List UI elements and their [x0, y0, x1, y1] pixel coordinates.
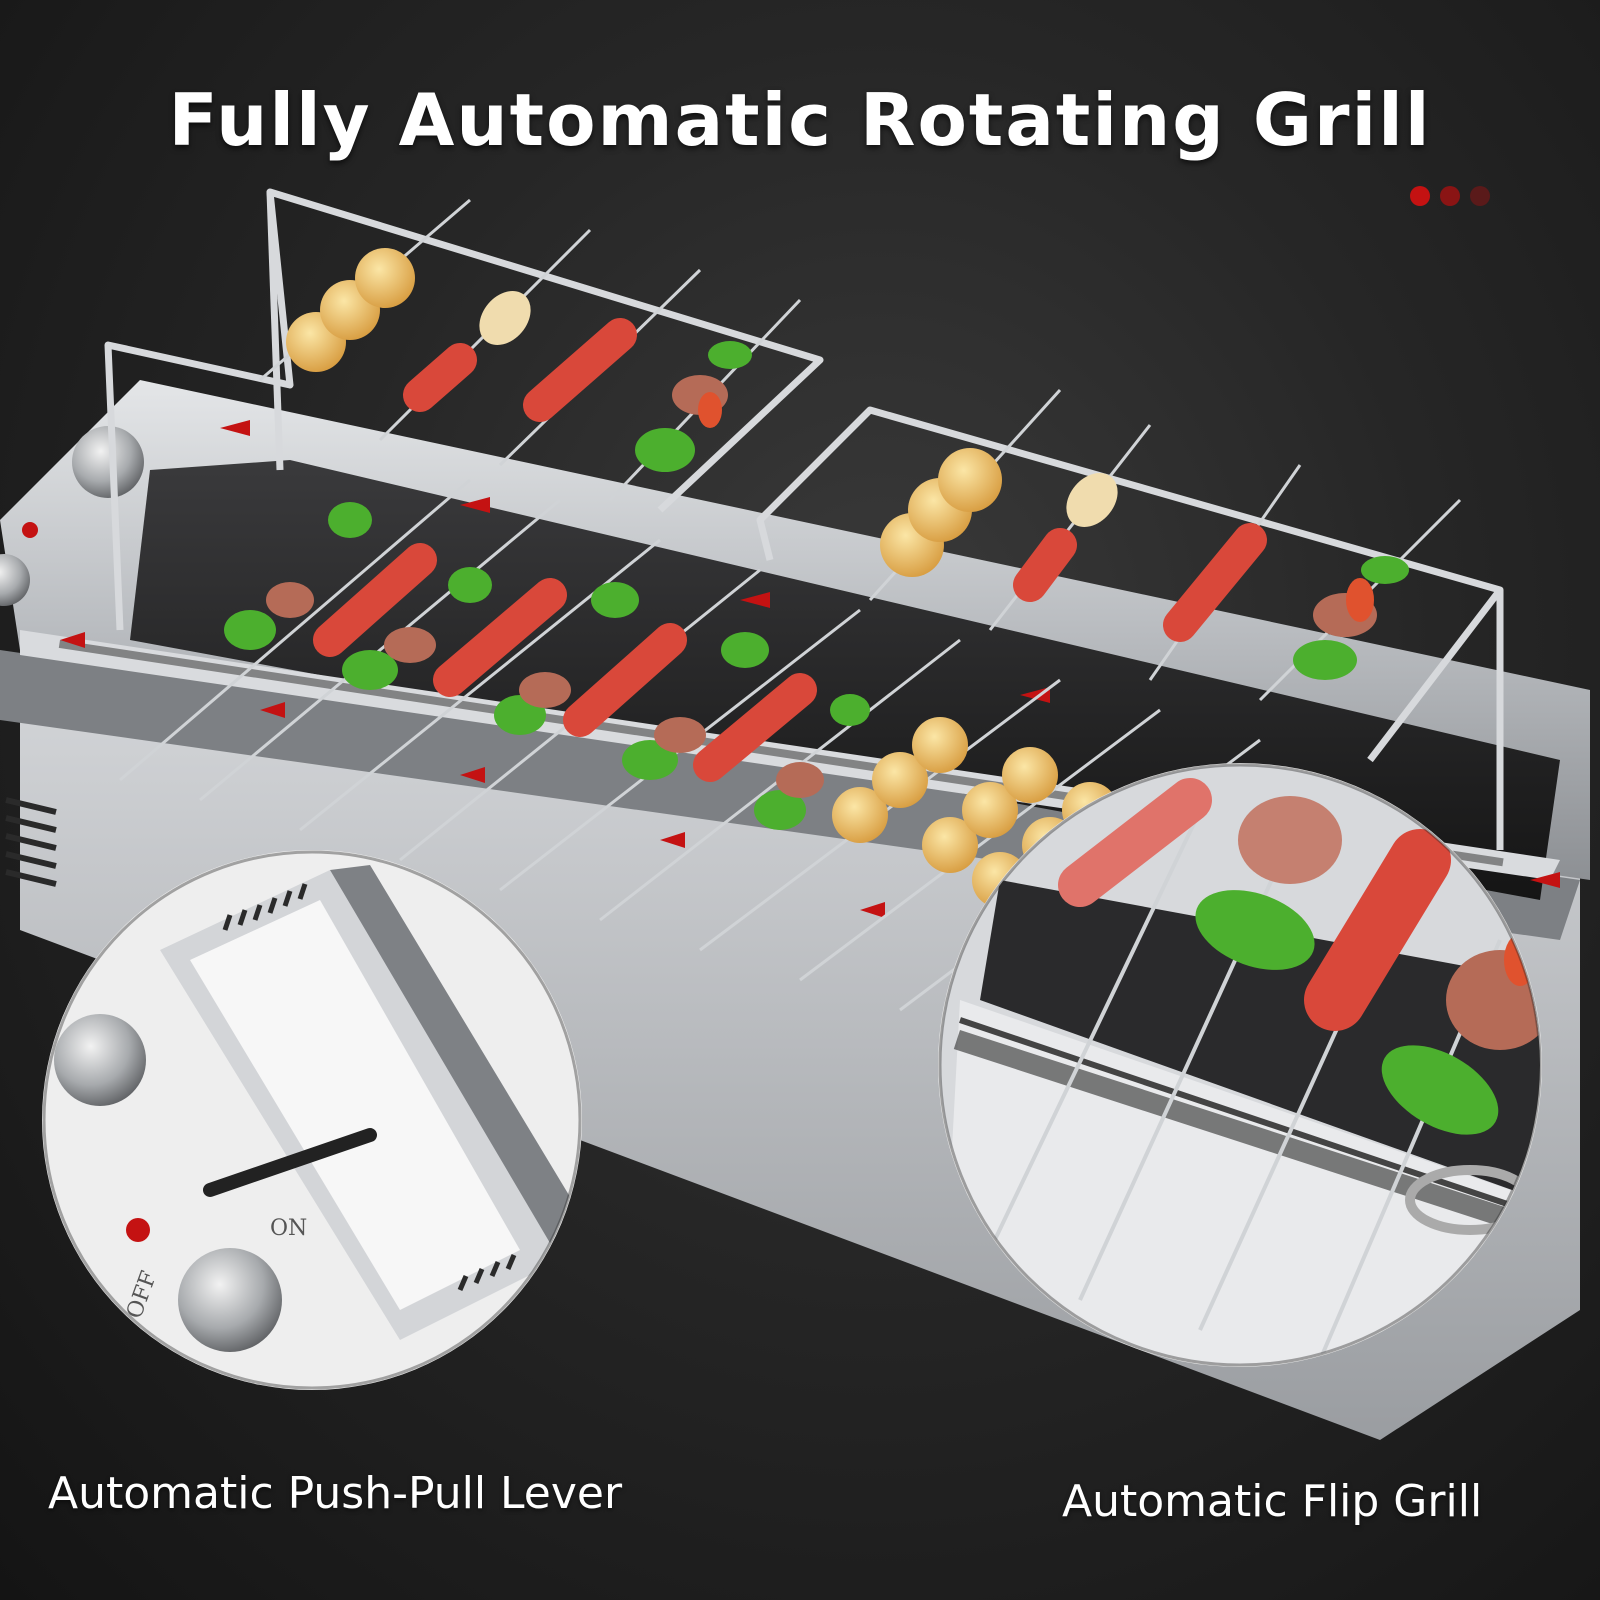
- feature-caption-flip-grill: Automatic Flip Grill: [1062, 1476, 1483, 1527]
- page-title: Fully Automatic Rotating Grill: [168, 78, 1432, 162]
- carousel-dot-2[interactable]: [1440, 186, 1460, 206]
- carousel-dots: [1410, 186, 1490, 206]
- knob-on-label: ON: [270, 1216, 307, 1241]
- carousel-dot-3[interactable]: [1470, 186, 1490, 206]
- carousel-dot-1[interactable]: [1410, 186, 1430, 206]
- flip-grill-closeup: [938, 763, 1542, 1367]
- feature-caption-push-pull-lever: Automatic Push-Pull Lever: [48, 1468, 623, 1519]
- push-pull-lever-closeup: OFF ON: [42, 850, 582, 1390]
